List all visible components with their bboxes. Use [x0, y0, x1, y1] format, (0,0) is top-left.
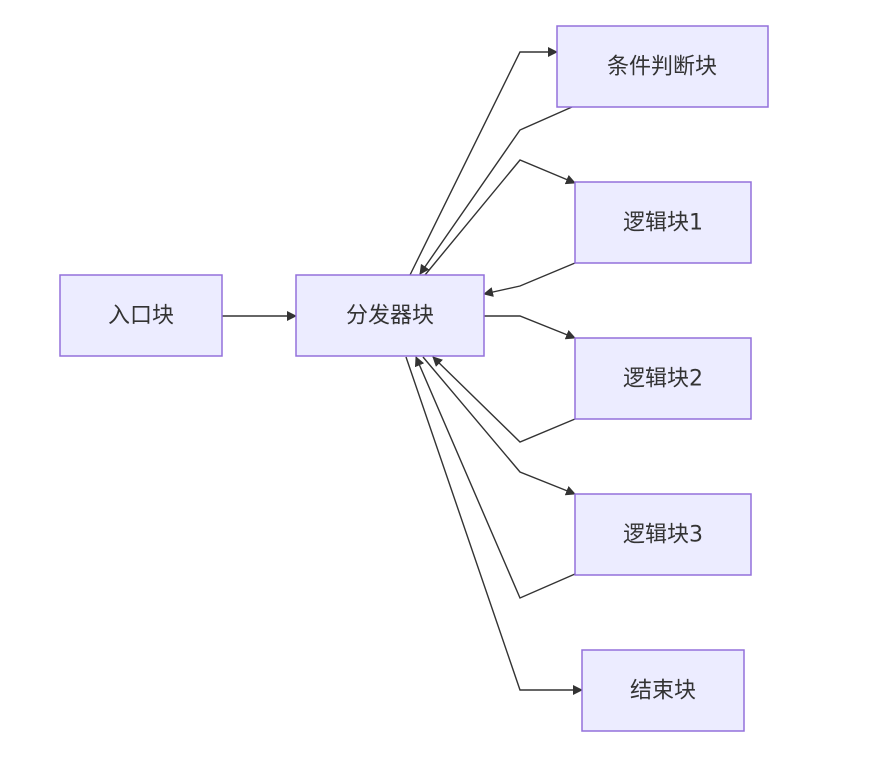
- edge-dispatcher-to-condition: [409, 47, 558, 276]
- node-logic2-label: 逻辑块2: [623, 367, 703, 392]
- node-condition[interactable]: 条件判断块: [556, 25, 769, 108]
- edge-logic3-to-dispatcher: [414, 356, 576, 599]
- node-dispatcher[interactable]: 分发器块: [295, 274, 485, 357]
- node-end[interactable]: 结束块: [581, 649, 745, 732]
- node-logic1[interactable]: 逻辑块1: [574, 181, 752, 264]
- edge-dispatcher-to-logic2: [484, 315, 576, 340]
- edge-dispatcher-to-end: [405, 356, 583, 695]
- node-logic3[interactable]: 逻辑块3: [574, 493, 752, 576]
- node-logic2[interactable]: 逻辑块2: [574, 337, 752, 420]
- edge-condition-to-dispatcher: [419, 106, 573, 275]
- node-end-label: 结束块: [630, 679, 696, 704]
- node-entry-label: 入口块: [108, 304, 174, 329]
- edge-dispatcher-to-logic3: [422, 356, 576, 496]
- node-logic3-label: 逻辑块3: [623, 523, 703, 548]
- edges: [222, 47, 583, 695]
- node-logic1-label: 逻辑块1: [623, 211, 703, 236]
- node-condition-label: 条件判断块: [607, 55, 717, 80]
- node-entry[interactable]: 入口块: [59, 274, 223, 357]
- node-dispatcher-label: 分发器块: [346, 304, 434, 329]
- edge-logic2-to-dispatcher: [432, 356, 576, 443]
- edge-dispatcher-to-logic1: [424, 159, 576, 276]
- edge-logic1-to-dispatcher: [483, 262, 576, 297]
